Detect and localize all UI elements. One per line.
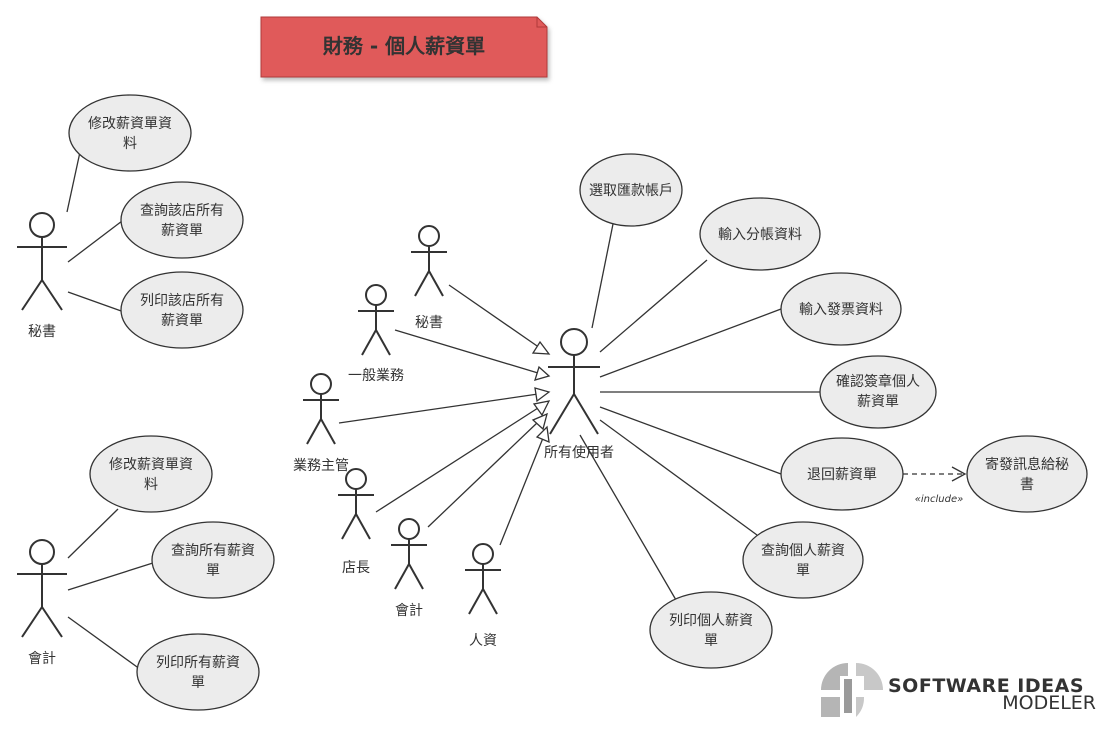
actor-label: 人資 [469, 633, 497, 649]
associations [66, 151, 821, 673]
usecase-label: 修改薪資單資 [88, 116, 172, 132]
usecase-label: 寄發訊息給秘 [985, 456, 1069, 473]
actor-label: 會計 [395, 603, 423, 619]
usecase-send-message-secretary[interactable]: 寄發訊息給秘 書 [966, 435, 1088, 513]
logo-line1: SOFTWARE IDEAS [888, 675, 1084, 697]
logo-line2: MODELER [1002, 692, 1096, 714]
usecase-label: 薪資單 [857, 394, 899, 410]
usecase-label: 修改薪資單資 [109, 457, 193, 473]
actor-label: 一般業務 [348, 368, 404, 384]
actor-all-users[interactable]: 所有使用者 [544, 328, 614, 461]
usecase-label: 薪資單 [161, 313, 203, 329]
usecase-label: 選取匯款帳戶 [589, 183, 673, 199]
actor-accountant-center[interactable]: 會計 [391, 518, 427, 619]
actor-general-business[interactable]: 一般業務 [348, 284, 404, 384]
include-dependency: «include» [903, 466, 967, 505]
usecase-edit-payslip-accountant[interactable]: 修改薪資單資 料 [89, 435, 213, 513]
actor-label: 業務主管 [293, 458, 349, 474]
usecase-print-all-payslips[interactable]: 列印所有薪資 單 [136, 633, 260, 711]
actor-label: 店長 [342, 560, 370, 576]
usecase-enter-split-account[interactable]: 輸入分帳資料 [699, 197, 821, 271]
generalizations [338, 284, 551, 546]
usecase-label: 查詢個人薪資 [761, 543, 845, 559]
usecase-print-personal-payslip[interactable]: 列印個人薪資 單 [649, 591, 773, 669]
title-note: 財務 - 個人薪資單 [260, 16, 548, 78]
usecase-label: 退回薪資單 [807, 467, 877, 483]
actor-label: 所有使用者 [544, 444, 614, 461]
usecase-label: 單 [796, 563, 810, 579]
usecase-select-remit-account[interactable]: 選取匯款帳戶 [579, 153, 683, 227]
software-ideas-modeler-logo: SOFTWARE IDEAS MODELER [821, 663, 1096, 717]
usecase-label: 列印該店所有 [140, 293, 224, 309]
actor-accountant-left[interactable]: 會計 [17, 539, 67, 667]
actor-label: 秘書 [415, 315, 443, 331]
usecase-label: 單 [704, 633, 718, 649]
usecase-enter-invoice[interactable]: 輸入發票資料 [780, 272, 902, 346]
usecase-confirm-sign-payslip[interactable]: 確認簽章個人 薪資單 [819, 355, 937, 429]
actor-secretary-center[interactable]: 秘書 [411, 225, 447, 331]
usecase-query-personal-payslip[interactable]: 查詢個人薪資 單 [742, 521, 864, 599]
actor-store-manager[interactable]: 店長 [338, 468, 374, 576]
usecase-label: 查詢所有薪資 [171, 543, 255, 559]
usecase-label: 輸入分帳資料 [718, 227, 802, 243]
diagram-title: 財務 - 個人薪資單 [323, 34, 485, 58]
usecase-label: 查詢該店所有 [140, 203, 224, 219]
usecase-label: 確認簽章個人 [836, 373, 920, 390]
usecase-return-payslip[interactable]: 退回薪資單 [780, 437, 904, 511]
logo-icon [821, 663, 883, 717]
actor-label: 會計 [28, 651, 56, 667]
actor-business-manager[interactable]: 業務主管 [293, 373, 349, 474]
usecase-label: 料 [144, 477, 158, 493]
actor-hr[interactable]: 人資 [465, 543, 501, 649]
actor-label: 秘書 [28, 324, 56, 340]
usecase-label: 單 [191, 675, 205, 691]
usecase-label: 薪資單 [161, 223, 203, 239]
usecase-label: 單 [206, 563, 220, 579]
usecase-label: 列印所有薪資 [156, 655, 240, 671]
usecase-label: 料 [123, 136, 137, 152]
usecase-label: 書 [1020, 477, 1034, 493]
usecase-print-store-payslips[interactable]: 列印該店所有 薪資單 [120, 271, 244, 349]
usecase-query-store-payslips[interactable]: 查詢該店所有 薪資單 [120, 181, 244, 259]
actor-secretary-left[interactable]: 秘書 [17, 212, 67, 340]
usecase-label: 輸入發票資料 [799, 302, 883, 318]
usecase-query-all-payslips[interactable]: 查詢所有薪資 單 [151, 521, 275, 599]
include-stereotype: «include» [915, 494, 964, 505]
usecase-edit-payslip-secretary[interactable]: 修改薪資單資 料 [68, 94, 192, 172]
usecase-label: 列印個人薪資 [669, 613, 753, 629]
